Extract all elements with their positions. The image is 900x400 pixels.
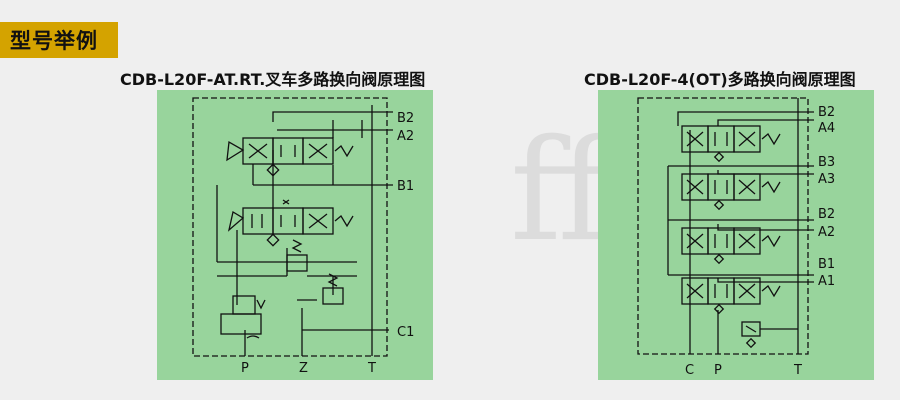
port-label-a1: A1 bbox=[818, 274, 835, 289]
section-tag-label: 型号举例 bbox=[10, 29, 98, 53]
port-label-t: T bbox=[367, 361, 376, 376]
directional-valve-1 bbox=[681, 125, 781, 163]
port-label-c1: C1 bbox=[397, 325, 414, 340]
port-label-t: T bbox=[793, 363, 802, 378]
port-label-p: P bbox=[241, 361, 249, 376]
port-label-b2: B2 bbox=[397, 111, 414, 126]
schematic-right: B2 A4 B3 A3 B2 A2 B1 A1 C P T bbox=[598, 90, 874, 380]
port-label-b3: B3 bbox=[818, 155, 835, 170]
directional-valve-4 bbox=[681, 277, 781, 315]
directional-valve-2 bbox=[681, 173, 781, 211]
diagram-title-right: CDB-L20F-4(OT)多路换向阀原理图 bbox=[584, 70, 856, 89]
port-label-b2-top: B2 bbox=[818, 105, 835, 120]
port-label-b1: B1 bbox=[818, 257, 835, 272]
section-tag: 型号举例 bbox=[0, 22, 118, 58]
watermark: ff bbox=[510, 110, 610, 273]
relief-valve bbox=[741, 321, 798, 349]
port-label-a4: A4 bbox=[818, 121, 835, 136]
port-label-a3: A3 bbox=[818, 172, 835, 187]
diagram-title-left: CDB-L20F-AT.RT.叉车多路换向阀原理图 bbox=[120, 70, 426, 89]
schematic-left: B2 A2 B1 C1 P Z T bbox=[157, 90, 433, 380]
port-label-a2: A2 bbox=[397, 129, 414, 144]
flow-valve bbox=[220, 295, 266, 339]
pressure-valve-2 bbox=[322, 273, 344, 305]
pressure-valve-1 bbox=[286, 239, 308, 272]
directional-valve-1 bbox=[226, 137, 354, 177]
port-label-z: Z bbox=[299, 361, 308, 376]
directional-valve-2 bbox=[227, 199, 354, 247]
port-label-p: P bbox=[714, 363, 722, 378]
port-label-c: C bbox=[685, 363, 694, 378]
directional-valve-3 bbox=[681, 227, 781, 265]
port-label-a2: A2 bbox=[818, 225, 835, 240]
port-label-b1: B1 bbox=[397, 179, 414, 194]
port-label-b2: B2 bbox=[818, 207, 835, 222]
